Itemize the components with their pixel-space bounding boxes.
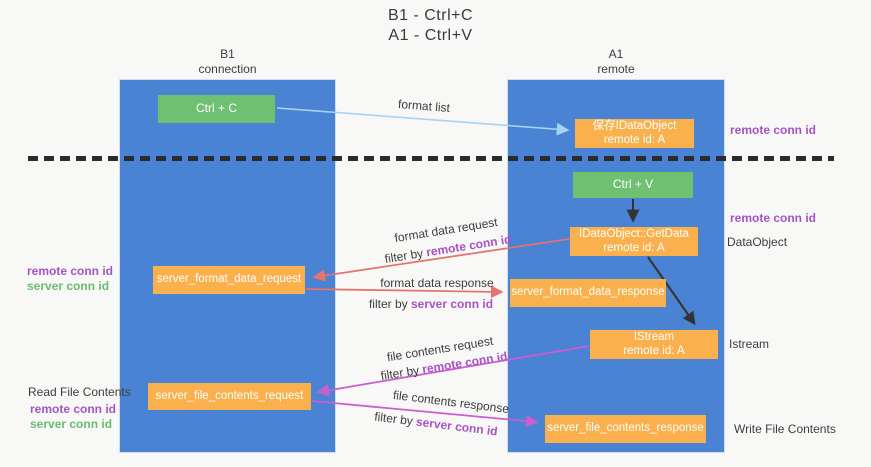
server-format-data-request-box: server_format_data_request — [153, 266, 305, 294]
label-istream: Istream — [729, 337, 770, 351]
server-format-data-response-box: server_format_data_response — [510, 279, 666, 307]
lane-header-a1-remote: A1 remote — [507, 47, 725, 77]
diagram-title: B1 - Ctrl+C A1 - Ctrl+V — [0, 6, 861, 46]
filter-by-text: filter by — [373, 409, 417, 429]
ctrl-v-box: Ctrl + V — [573, 172, 693, 198]
label-server-conn-id-left-format: server conn id — [27, 279, 110, 293]
label-write-file-contents: Write File Contents — [734, 422, 836, 436]
label-remote-conn-id-left-format: remote conn id — [27, 264, 114, 278]
lane-a1-name: A1 — [608, 47, 624, 61]
format-request-label: server_format_data_request — [156, 273, 302, 286]
flow-label-file-contents-response-filter: filter by server conn id — [374, 409, 499, 438]
label-dataobject: DataObject — [727, 235, 788, 249]
server-file-contents-request-box: server_file_contents_request — [148, 383, 311, 410]
idataobject-getdata-box: IDataObject::GetData remote id: A — [570, 227, 698, 256]
save-idataobject-line1: 保存IDataObject — [592, 120, 677, 132]
format-response-label: server_format_data_response — [511, 286, 665, 299]
save-idataobject-box: 保存IDataObject remote id: A — [575, 119, 694, 148]
label-remote-conn-id-mid-right: remote conn id — [730, 211, 817, 225]
label-remote-conn-id-top-right: remote conn id — [730, 123, 817, 137]
label-read-file-contents: Read File Contents — [28, 385, 131, 399]
title-line-2: A1 - Ctrl+V — [388, 27, 473, 44]
session-divider-dashed-line — [28, 156, 834, 161]
lane-a1-role: remote — [597, 62, 635, 76]
lane-b1-role: connection — [198, 62, 257, 76]
flow-label-format-data-response: format data response — [380, 276, 494, 290]
label-remote-conn-id-left-file: remote conn id — [30, 402, 117, 416]
lane-header-b1-connection: B1 connection — [119, 47, 336, 77]
getdata-line1: IDataObject::GetData — [579, 228, 689, 240]
ctrl-c-label: Ctrl + C — [195, 101, 237, 116]
istream-line1: IStream — [633, 331, 675, 343]
flow-label-file-contents-response: file contents response — [392, 387, 510, 417]
title-line-1: B1 - Ctrl+C — [387, 7, 474, 24]
filter-by-text: filter by — [383, 245, 428, 266]
filter-by-text: filter by — [379, 362, 424, 383]
istream-box: IStream remote id: A — [590, 330, 718, 359]
server-conn-id-key: server conn id — [415, 414, 499, 439]
server-file-contents-response-box: server_file_contents_response — [545, 415, 706, 443]
ctrl-c-box: Ctrl + C — [158, 95, 275, 123]
file-request-label: server_file_contents_request — [155, 389, 304, 402]
getdata-line2: remote id: A — [603, 241, 665, 254]
istream-line2: remote id: A — [623, 344, 685, 357]
flow-label-format-data-response-filter: filter by server conn id — [369, 297, 493, 311]
lane-b1-name: B1 — [220, 47, 235, 61]
file-response-label: server_file_contents_response — [547, 422, 704, 435]
filter-by-text: filter by — [368, 297, 411, 311]
label-server-conn-id-left-file: server conn id — [30, 417, 113, 431]
ctrl-v-label: Ctrl + V — [612, 177, 654, 192]
flow-label-format-list: format list — [397, 96, 451, 116]
save-idataobject-line2: remote id: A — [603, 133, 666, 146]
server-conn-id-key: server conn id — [410, 297, 494, 311]
